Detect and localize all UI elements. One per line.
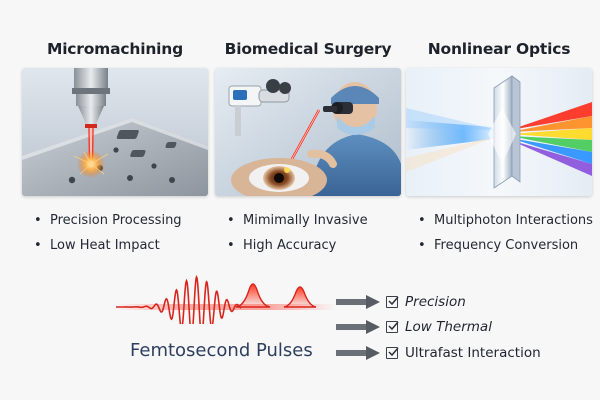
arrow-right-icon [336, 346, 380, 360]
bullet-item: •Frequency Conversion [418, 238, 579, 253]
surgeon-icon [307, 82, 401, 196]
arrow-right-icon [336, 320, 380, 334]
benefit-label: Precision [405, 294, 466, 310]
benefit-label: Low Thermal [405, 319, 492, 335]
femtosecond-pulse-waveform [116, 274, 336, 324]
benefit-ultrafast-interaction: Ultrafast Interaction [336, 342, 541, 364]
bullet-item: •High Accuracy [227, 238, 337, 253]
arrow-right-icon [336, 295, 380, 309]
checkbox-checked-icon [386, 296, 399, 308]
checkbox-checked-icon [386, 347, 399, 359]
bullet-item: •Low Heat Impact [34, 238, 160, 253]
panel-title: Nonlinear Optics [427, 40, 571, 58]
panel-title: Micromachining [46, 40, 184, 58]
bullet-item: •Mimimally Invasive [227, 213, 368, 228]
benefit-label: Ultrafast Interaction [405, 345, 541, 361]
bullet-list: •Precision Processing •Low Heat Impact [34, 208, 182, 258]
prism-icon [488, 75, 521, 189]
laser-head-icon [72, 68, 110, 128]
microscope-icon [228, 79, 291, 136]
bullet-item: •Precision Processing [34, 213, 182, 228]
pulse-label: Femtosecond Pulses [130, 340, 313, 361]
benefit-precision: Precision [336, 291, 466, 313]
micromachining-illustration [22, 68, 208, 196]
bullet-list: •Multiphoton Interactions •Frequency Con… [418, 208, 593, 258]
checkbox-checked-icon [386, 321, 399, 333]
panel-title: Biomedical Surgery [224, 40, 392, 58]
bullet-list: •Mimimally Invasive •High Accuracy [227, 208, 368, 258]
surgery-illustration [215, 68, 401, 196]
benefit-low-thermal: Low Thermal [336, 316, 492, 338]
bullet-item: •Multiphoton Interactions [418, 213, 593, 228]
optics-illustration [406, 68, 592, 196]
